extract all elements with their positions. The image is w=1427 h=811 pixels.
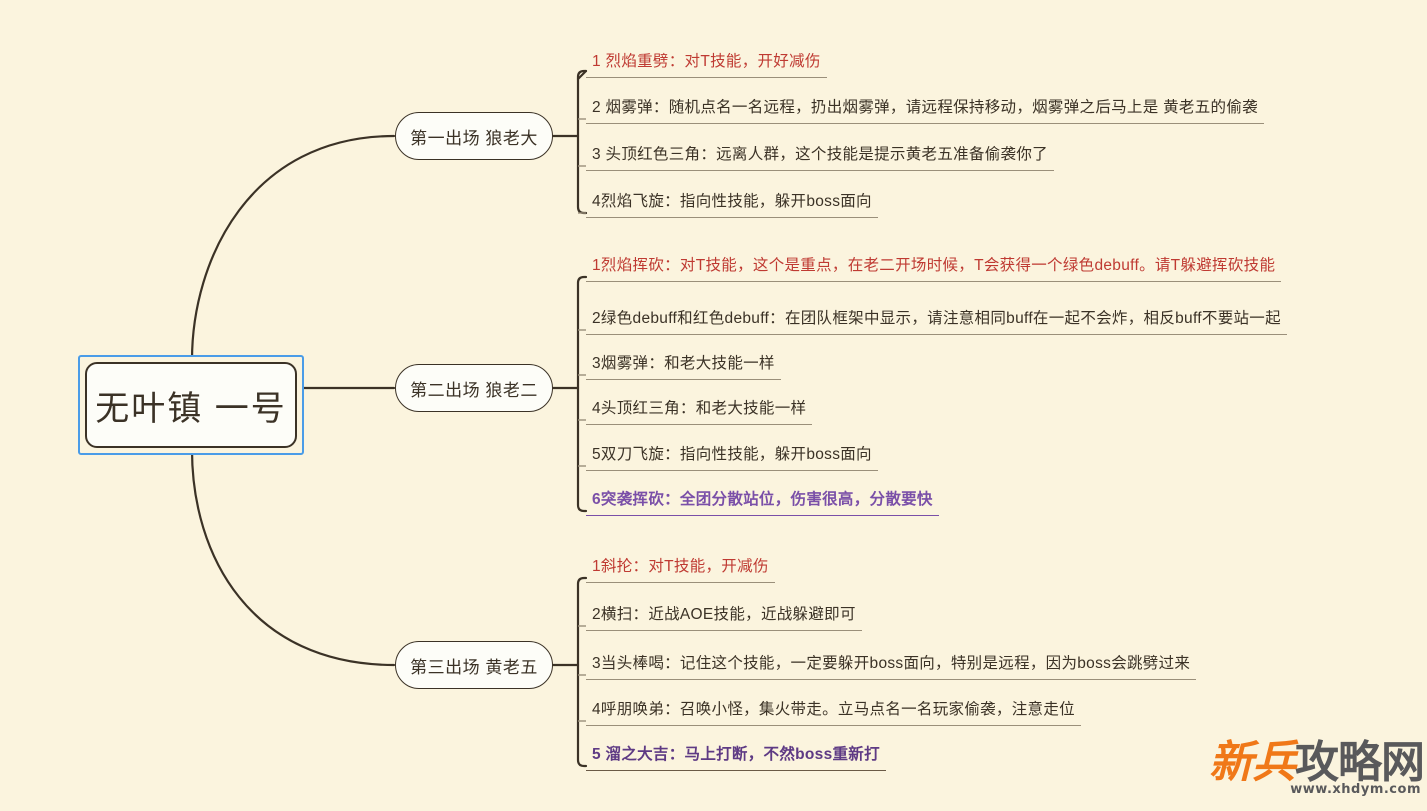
wire-branch-1-spine bbox=[576, 69, 588, 215]
leaf-item-1-3[interactable]: 3 头顶红色三角：远离人群，这个技能是提示黄老五准备偷袭你了 bbox=[586, 145, 1054, 171]
root-node[interactable]: 无叶镇 一号 bbox=[85, 362, 297, 448]
leaf-item-3-1[interactable]: 1斜抡：对T技能，开减伤 bbox=[586, 557, 775, 583]
wire-root-to-branch-3 bbox=[190, 448, 396, 667]
leaf-item-2-1[interactable]: 1烈焰挥砍：对T技能，这个是重点，在老二开场时候，T会获得一个绿色debuff。… bbox=[586, 256, 1282, 282]
branch-node-1[interactable]: 第一出场 狼老大 bbox=[395, 112, 553, 160]
leaf-item-1-1[interactable]: 1 烈焰重劈：对T技能，开好减伤 bbox=[586, 52, 827, 78]
branch-node-3-label: 第三出场 黄老五 bbox=[410, 657, 538, 677]
leaf-item-2-5[interactable]: 5双刀飞旋：指向性技能，躲开boss面向 bbox=[586, 445, 878, 471]
leaf-item-3-5[interactable]: 5 溜之大吉：马上打断，不然boss重新打 bbox=[586, 745, 886, 771]
wire-branch-2-spine bbox=[576, 275, 588, 513]
branch-node-1-label: 第一出场 狼老大 bbox=[410, 128, 538, 148]
leaf-item-2-2[interactable]: 2绿色debuff和红色debuff：在团队框架中显示，请注意相同buff在一起… bbox=[586, 309, 1287, 335]
watermark-brand-b: 攻略网 bbox=[1295, 737, 1425, 788]
branch-node-2-label: 第二出场 狼老二 bbox=[410, 380, 538, 400]
leaf-item-3-3[interactable]: 3当头棒喝：记住这个技能，一定要躲开boss面向，特别是远程，因为boss会跳劈… bbox=[586, 654, 1197, 680]
leaf-item-1-2[interactable]: 2 烟雾弹：随机点名一名远程，扔出烟雾弹，请远程保持移动，烟雾弹之后马上是 黄老… bbox=[586, 98, 1264, 124]
watermark-url: www.xhdym.com bbox=[1290, 782, 1421, 797]
leaf-item-1-4[interactable]: 4烈焰飞旋：指向性技能，躲开boss面向 bbox=[586, 192, 878, 218]
watermark-brand: 新兵攻略网 bbox=[1209, 737, 1425, 788]
branch-node-2[interactable]: 第二出场 狼老二 bbox=[395, 364, 553, 412]
leaf-item-3-2[interactable]: 2横扫：近战AOE技能，近战躲避即可 bbox=[586, 605, 862, 631]
leaf-item-3-4[interactable]: 4呼朋唤弟：召唤小怪，集火带走。立马点名一名玩家偷袭，注意走位 bbox=[586, 700, 1081, 726]
branch-node-3[interactable]: 第三出场 黄老五 bbox=[395, 641, 553, 689]
leaf-item-2-3[interactable]: 3烟雾弹：和老大技能一样 bbox=[586, 354, 781, 380]
watermark-brand-a: 新兵 bbox=[1209, 737, 1296, 788]
wire-root-to-branch-1 bbox=[190, 134, 396, 362]
root-node-label: 无叶镇 一号 bbox=[95, 389, 287, 428]
leaf-item-2-4[interactable]: 4头顶红三角：和老大技能一样 bbox=[586, 399, 813, 425]
leaf-item-2-6[interactable]: 6突袭挥砍：全团分散站位，伤害很高，分散要快 bbox=[586, 490, 939, 516]
wire-branch-3-spine bbox=[576, 576, 588, 768]
watermark: 新兵攻略网 www.xhdym.com bbox=[1209, 737, 1425, 804]
